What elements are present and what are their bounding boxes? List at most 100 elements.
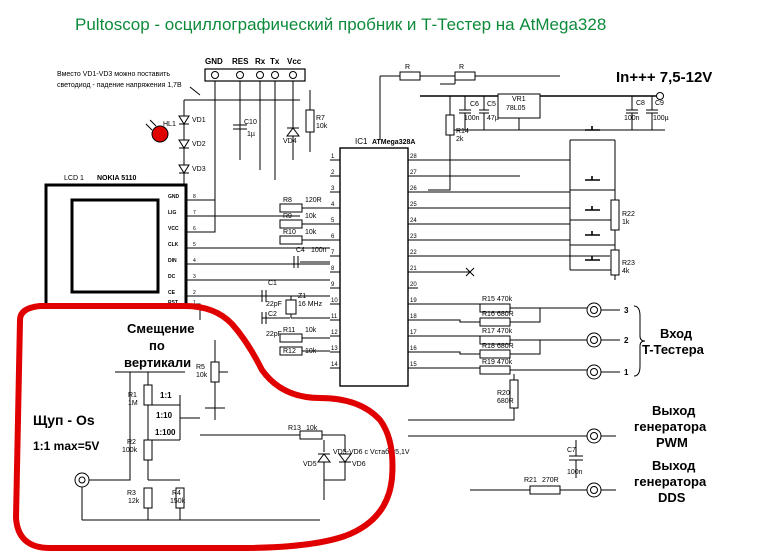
resistor-r16: R16 680R (479, 311, 514, 327)
resistor-r3: R3 12k (127, 487, 153, 509)
lcd-pin-lig: LIG (168, 210, 176, 216)
r13-label: R13 (288, 425, 301, 432)
r-top1-label: R (405, 64, 410, 71)
r15-label: R15 (482, 296, 495, 303)
r8-label: R8 (283, 197, 292, 204)
c9-value: 100µ (653, 115, 669, 122)
resistor-r14: R14 2k (428, 96, 469, 191)
offset-label-line3: вертикали (124, 355, 191, 370)
r17-value: 470k (497, 328, 513, 335)
capacitor-c2: C2 22pF (261, 311, 290, 338)
lcd-pin-ce: CE (168, 290, 176, 296)
diode-vd4: VD4 (283, 100, 300, 160)
pushbutton-1 (570, 126, 615, 141)
ttester-in-2: 2 (624, 336, 629, 345)
r15-value: 470k (497, 296, 513, 303)
ttester-in-1: 1 (624, 368, 629, 377)
resistor-r10: R10 10k (279, 229, 317, 245)
c1-value: 22pF (266, 301, 282, 308)
resistor-r1: R1 1M (128, 384, 153, 407)
ic-pin-right-15: 15 (410, 362, 417, 368)
lcd-pin-num-3: 3 (193, 274, 196, 280)
dds-label-line2: генератора (634, 474, 707, 489)
potentiometer-r5: R5 10k (196, 340, 228, 420)
c1-label: C1 (268, 280, 277, 287)
resistor-r13: R13 10k (288, 425, 323, 440)
c5-value: 47µ (487, 115, 499, 122)
pushbutton-2 (570, 176, 615, 191)
c9-label: C9 (655, 100, 664, 107)
c2-value: 22pF (266, 331, 282, 338)
r17-label: R17 (482, 328, 495, 335)
capacitor-c1: C1 22pF (261, 280, 290, 308)
crystal-z1: Z1 16 MHz (285, 293, 330, 319)
r2-value: 100k (122, 447, 138, 454)
c8-label: C8 (636, 100, 645, 107)
oscilloscope-section-highlight (13, 303, 396, 551)
header-pin-res: RES (232, 57, 249, 66)
dds-label-line1: Выход (652, 458, 696, 473)
offset-label-line2: по (149, 338, 165, 353)
lcd-pin-num-4: 4 (193, 258, 196, 264)
ic-pin-left-13: 13 (331, 346, 338, 352)
diode-vd1: VD1 (178, 115, 206, 125)
ic-pin-left-5: 5 (331, 218, 335, 224)
r5-value: 10k (196, 372, 208, 379)
ic-pin-left-14: 14 (331, 362, 338, 368)
r3-value: 12k (128, 498, 140, 505)
capacitor-c10: C10 1µ (233, 100, 257, 160)
r4-value: 150k (170, 498, 186, 505)
lcd-pin-num-8: 8 (193, 194, 196, 200)
header-pin-vcc: Vcc (287, 57, 302, 66)
dds-label-line3: DDS (658, 490, 686, 505)
c10-value: 1µ (247, 131, 255, 138)
ic-pin-left-1: 1 (331, 154, 335, 160)
ic-pin-left-10: 10 (331, 298, 338, 304)
ic-pin-right-20: 20 (410, 282, 417, 288)
r16-label: R16 (482, 311, 495, 318)
r7-label: R7 (316, 115, 325, 122)
resistor-r8: R8 120R (279, 197, 322, 213)
diode-vd2: VD2 (178, 139, 206, 149)
r18-value: 680R (497, 343, 514, 350)
ic-pin-right-24: 24 (410, 218, 417, 224)
ic-pin-right-18: 18 (410, 314, 417, 320)
r9-value: 10k (305, 213, 317, 220)
ic-pin-right-17: 17 (410, 330, 417, 336)
r9-label: R9 (283, 213, 292, 220)
lcd-pin-vcc: VCC (168, 226, 179, 232)
pushbutton-4 (570, 231, 615, 246)
lcd-nokia5110: LCD 1 NOKIA 5110 GND LIG VCC CLK DIN DC … (44, 175, 196, 309)
r18-label: R18 (482, 343, 495, 350)
ic-pin-right-26: 26 (410, 186, 417, 192)
r19-label: R19 (482, 359, 495, 366)
ic-pin-left-3: 3 (331, 186, 335, 192)
ic-pin-left-8: 8 (331, 266, 335, 272)
resistor-r-top2: R (454, 64, 476, 81)
ic-pin-left-11: 11 (331, 314, 338, 320)
ic-pin-right-28: 28 (410, 154, 417, 160)
r22-label: R22 (622, 211, 635, 218)
pushbutton-5 (570, 256, 615, 271)
resistor-r21: R21 270R (524, 477, 561, 495)
resistor-r9: R9 10k (279, 213, 317, 229)
divider-switch: 1:1 1:10 1:100 (152, 391, 200, 441)
c6-label: C6 (470, 101, 479, 108)
r10-label: R10 (283, 229, 296, 236)
ic-pin-left-9: 9 (331, 282, 335, 288)
vd2-label: VD2 (192, 141, 206, 148)
vr1-part: 78L05 (506, 105, 526, 112)
ic-label: IC1 (355, 137, 368, 146)
ic-pin-right-25: 25 (410, 202, 417, 208)
r1-value: 1M (128, 400, 138, 407)
capacitor-c4: C4 100n (293, 247, 330, 268)
r7-value: 10k (316, 123, 328, 130)
c5-label: C5 (487, 101, 496, 108)
r12-label: R12 (283, 348, 296, 355)
resistor-r20: R20 680R (497, 379, 519, 409)
r21-value: 270R (542, 477, 559, 484)
offset-label-line1: Смещение (127, 321, 195, 336)
r20-label: R20 (497, 390, 510, 397)
